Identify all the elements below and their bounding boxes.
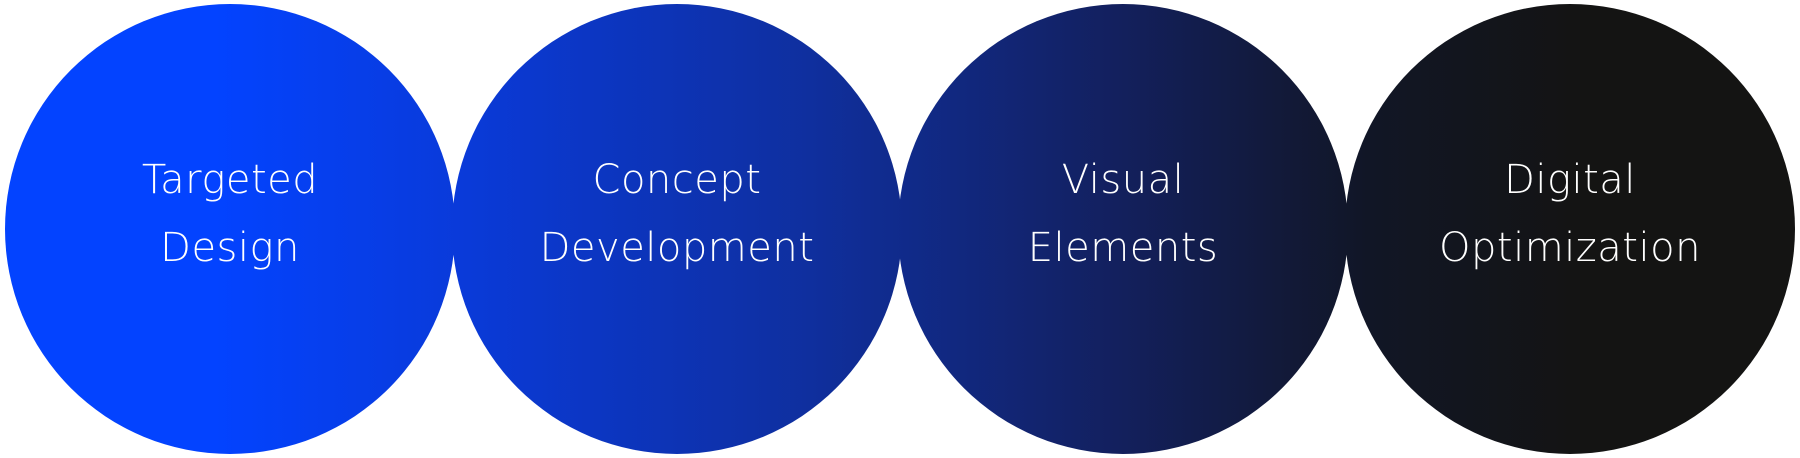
step-2-line-1: Concept xyxy=(592,157,762,203)
step-4-line-1: Digital xyxy=(1504,157,1636,203)
step-circle-2 xyxy=(452,4,902,454)
step-label-1: Targeted Design xyxy=(30,146,430,282)
step-1-line-1: Targeted xyxy=(141,157,319,203)
step-label-4: Digital Optimization xyxy=(1370,146,1770,282)
step-4-line-2: Optimization xyxy=(1439,225,1701,271)
step-2-line-2: Development xyxy=(539,225,815,271)
step-label-3: Visual Elements xyxy=(923,146,1323,282)
step-label-2: Concept Development xyxy=(477,146,877,282)
step-circle-4 xyxy=(1345,4,1795,454)
step-circle-3 xyxy=(898,4,1348,454)
step-3-line-1: Visual xyxy=(1061,157,1185,203)
step-circle-1 xyxy=(5,4,455,454)
step-3-line-2: Elements xyxy=(1027,225,1219,271)
step-1-line-2: Design xyxy=(160,225,300,271)
